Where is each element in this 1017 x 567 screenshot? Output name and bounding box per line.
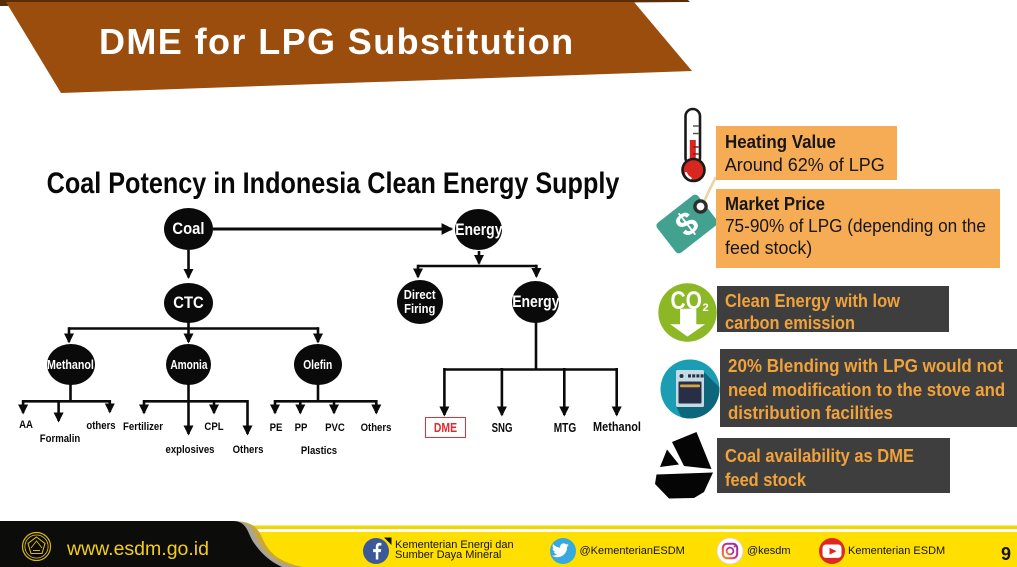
- facebook-icon: [363, 537, 392, 564]
- fact-line: feed stock: [725, 469, 807, 490]
- fact-line: Around 62% of LPG: [724, 155, 885, 176]
- node-methanol: Methanol: [46, 344, 95, 385]
- coal-icon: [655, 432, 713, 499]
- facebook-label: Kementerian Energi dan Sumber Daya Miner…: [395, 538, 514, 561]
- fact-line: carbon emission: [725, 312, 856, 333]
- youtube-label: Kementerian ESDM: [848, 545, 946, 557]
- fact-line: 75-90% of LPG (depending on the: [724, 215, 986, 236]
- fact-line: distribution facilities: [728, 402, 894, 423]
- page-number: 9: [1001, 543, 1012, 564]
- facebook-label-line2: Sumber Daya Mineral: [395, 548, 502, 561]
- leaf-dme: DME: [433, 419, 458, 435]
- esdm-logo: [21, 531, 52, 562]
- fact-coal-availability: Coal availability as DME feed stock: [717, 438, 950, 493]
- footer-graphics: [0, 521, 1017, 567]
- dme-highlight-box: DME: [425, 417, 466, 438]
- twitter-icon: [550, 538, 576, 564]
- node-energy-top: Energy: [455, 209, 502, 250]
- node-energy-right: Energy: [512, 281, 559, 323]
- leaf-pe: PE: [269, 422, 283, 434]
- fact-market-price: Market Price 75-90% of LPG (depending on…: [716, 188, 1000, 268]
- fact-line: feed stock): [724, 237, 812, 258]
- instagram-icon: [716, 537, 744, 565]
- node-label-line1: Direct: [403, 288, 436, 302]
- stove-icon: [660, 359, 720, 419]
- leaf-cpl: CPL: [204, 421, 224, 433]
- node-label: Amonia: [169, 357, 208, 372]
- twitter-label: @KementerianESDM: [579, 545, 685, 557]
- node-label: Energy: [454, 219, 503, 239]
- fact-line: need modification to the stove and: [728, 379, 1006, 400]
- slide-title: DME for LPG Substitution: [99, 21, 575, 62]
- instagram-label: @kesdm: [747, 545, 791, 557]
- leaf-aa: AA: [18, 419, 33, 431]
- co2-icon: CO 2: [658, 283, 717, 342]
- thermometer-icon: [681, 107, 706, 183]
- fact-line: Clean Energy with low: [725, 291, 901, 312]
- leaf-explosives: explosives: [165, 444, 214, 456]
- node-olefin: Olefin: [294, 344, 342, 385]
- leaf-mtg: MTG: [553, 420, 576, 435]
- fact-clean-energy: Clean Energy with low carbon emission: [717, 286, 949, 333]
- node-label: Methanol: [47, 357, 94, 372]
- leaf-formalin: Formalin: [39, 433, 80, 445]
- co2-subscript: 2: [703, 302, 709, 314]
- node-coal: Coal: [164, 208, 213, 250]
- node-ctc: CTC: [164, 282, 213, 323]
- node-label-line2: Firing: [403, 302, 436, 316]
- leaf-pvc: PVC: [325, 422, 345, 434]
- leaf-others-amonia: Others: [232, 444, 263, 456]
- fact-blending: 20% Blending with LPG would not need mod…: [720, 348, 1017, 427]
- price-tag-icon: $: [656, 176, 718, 254]
- fact-line: 20% Blending with LPG would not: [728, 356, 1004, 377]
- node-label: Energy: [511, 292, 560, 311]
- fact-heating-value: Heating Value Around 62% of LPG: [716, 126, 897, 180]
- fact-title: Heating Value: [724, 132, 836, 153]
- facebook-label-line1: Kementerian Energi dan: [395, 538, 514, 551]
- fact-line: Coal availability as DME: [725, 445, 915, 466]
- website-link: www.esdm.go.id: [67, 538, 209, 560]
- leaf-methanol-product: Methanol: [593, 419, 641, 434]
- leaf-sng: SNG: [491, 420, 512, 435]
- banner-shape: [0, 0, 692, 93]
- fact-title: Market Price: [724, 194, 825, 215]
- node-label: CTC: [173, 292, 204, 312]
- leaf-plastics: Plastics: [300, 445, 338, 457]
- youtube-icon: [819, 538, 845, 564]
- co2-text: CO: [671, 287, 703, 315]
- diagram-title: Coal Potency in Indonesia Clean Energy S…: [46, 167, 620, 200]
- leaf-fertilizer: Fertilizer: [123, 421, 163, 433]
- leaf-others-olefin: Others: [360, 422, 392, 434]
- leaf-pp: PP: [294, 422, 307, 434]
- leaf-others-methanol: others: [86, 420, 116, 432]
- node-label: Olefin: [303, 357, 333, 372]
- node-amonia: Amonia: [166, 344, 211, 385]
- node-label: Coal: [172, 219, 205, 238]
